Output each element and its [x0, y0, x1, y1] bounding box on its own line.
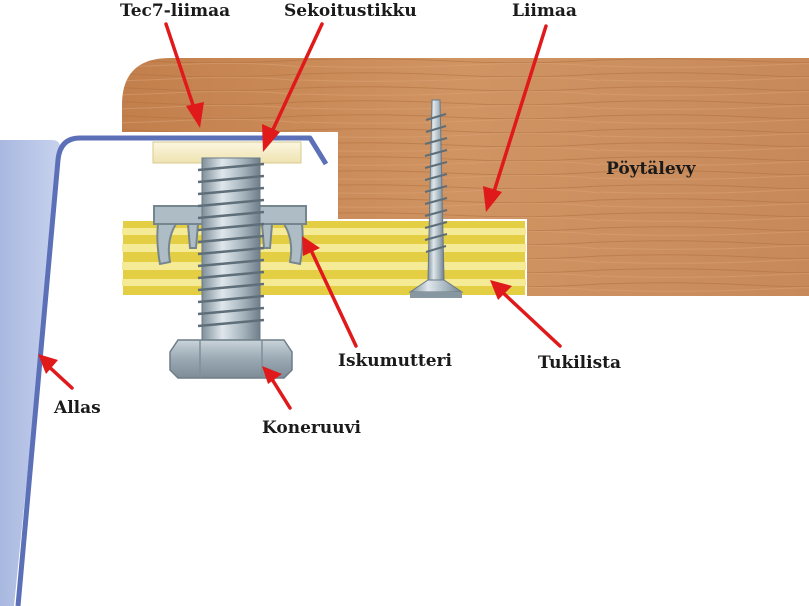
label-countertop: Pöytälevy: [606, 159, 697, 179]
arrowhead-tnut: [302, 236, 320, 256]
arrow-heads: [38, 102, 512, 384]
label-batten: Tukilista: [538, 353, 621, 373]
arrow-tec7: [164, 22, 198, 116]
support-batten: [121, 219, 527, 297]
label-stick: Sekoitustikku: [284, 1, 417, 21]
arrowhead-stick: [262, 124, 280, 152]
arrows: [44, 22, 562, 410]
label-sink: Allas: [53, 398, 101, 418]
arrow-tnut: [308, 246, 358, 348]
label-tec7: Tec7-liimaa: [120, 1, 230, 21]
arrowhead-glue: [483, 186, 502, 212]
arrow-glue: [490, 24, 548, 200]
sink: [0, 135, 329, 606]
arrow-batten: [498, 288, 562, 348]
arrow-stick: [268, 22, 324, 138]
arrowhead-bolt: [262, 366, 282, 384]
arrowhead-tec7: [186, 102, 204, 128]
label-bolt: Koneruuvi: [262, 418, 361, 438]
arrowhead-sink: [38, 354, 58, 374]
countertop: [122, 58, 809, 296]
label-tnut: Iskumutteri: [338, 351, 452, 371]
wood-screw: [408, 99, 464, 298]
label-glue: Liimaa: [512, 1, 577, 21]
machine-bolt: [169, 157, 293, 379]
arrow-bolt: [268, 374, 292, 410]
arrowhead-batten: [490, 280, 512, 300]
